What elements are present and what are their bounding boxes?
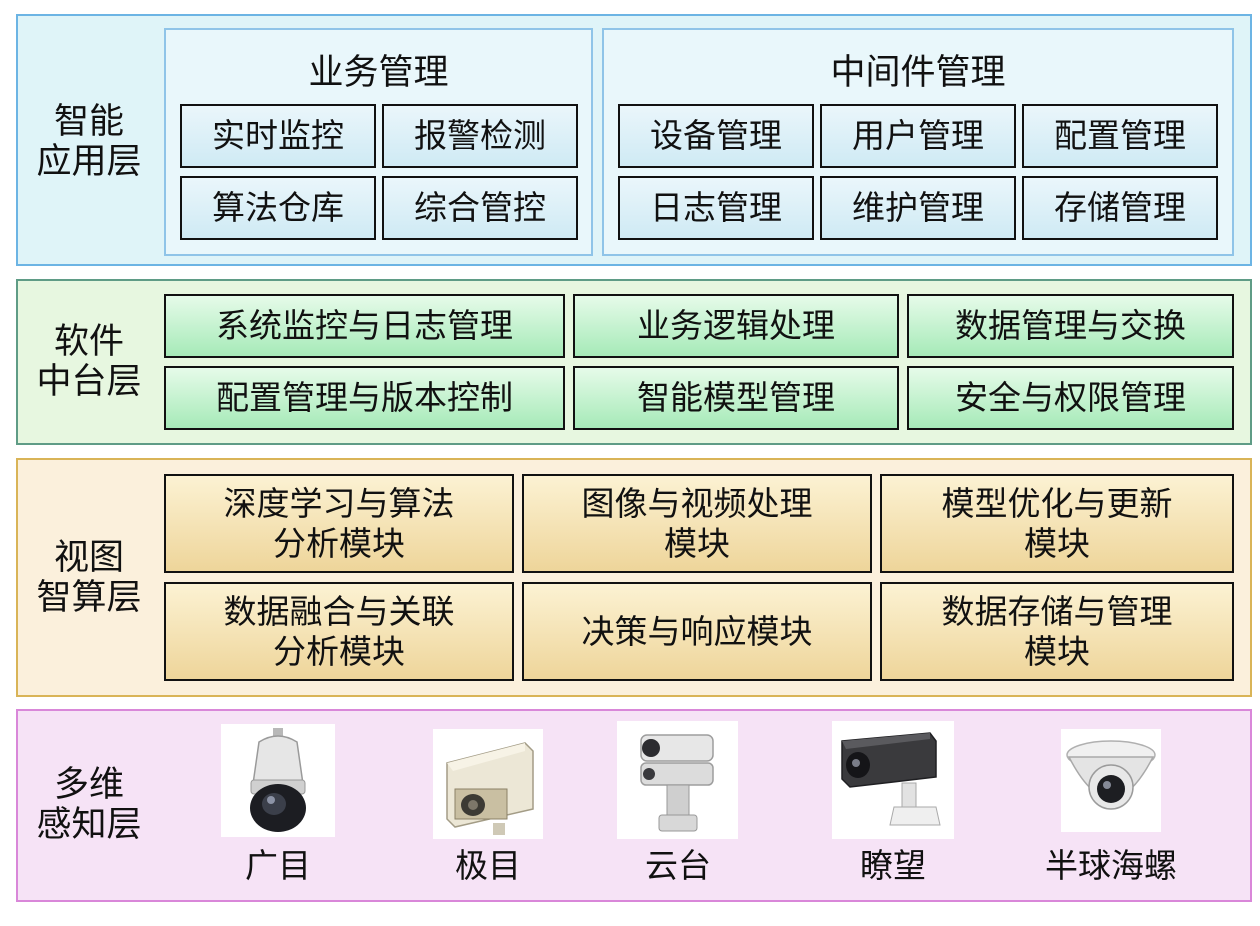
device-label: 半球海螺 xyxy=(1045,846,1177,885)
module-box: 系统监控与日志管理 xyxy=(164,294,565,358)
layer-intelligent-application: 智能 应用层 业务管理 实时监控 报警检测 算法仓库 综合管控 中间件管理 设备… xyxy=(16,14,1252,266)
layer-label-line2: 智算层 xyxy=(36,578,142,618)
module-box: 算法仓库 xyxy=(180,176,376,240)
module-line: 模块 xyxy=(1024,631,1090,671)
group-middleware-management: 中间件管理 设备管理 用户管理 配置管理 日志管理 维护管理 存储管理 xyxy=(602,28,1234,256)
module-line: 分析模块 xyxy=(273,523,405,563)
device-label: 极目 xyxy=(455,846,521,885)
layer-label-software: 软件 中台层 xyxy=(18,322,160,402)
module-line: 数据融合与关联 xyxy=(223,591,455,631)
device-label: 云台 xyxy=(645,846,711,885)
module-box: 安全与权限管理 xyxy=(907,366,1234,430)
layer-multidimensional-perception: 多维 感知层 广目 极目 xyxy=(16,709,1252,902)
module-line: 图像与视频处理 xyxy=(581,483,813,523)
module-box: 决策与响应模块 xyxy=(522,582,872,681)
layer-view-computing: 视图 智算层 深度学习与算法分析模块 图像与视频处理模块 模型优化与更新模块 数… xyxy=(16,458,1252,697)
module-box: 综合管控 xyxy=(382,176,578,240)
module-box: 配置管理与版本控制 xyxy=(164,366,565,430)
layer-label-line1: 多维 xyxy=(53,765,124,805)
module-box: 维护管理 xyxy=(820,176,1016,240)
layer-label-app: 智能 应用层 xyxy=(18,102,160,182)
layer-software-middle-platform: 软件 中台层 系统监控与日志管理 业务逻辑处理 数据管理与交换 配置管理与版本控… xyxy=(16,279,1252,445)
bullet-camera-icon xyxy=(832,721,954,839)
layer-label-line2: 应用层 xyxy=(36,142,142,182)
group-business-management: 业务管理 实时监控 报警检测 算法仓库 综合管控 xyxy=(164,28,593,256)
module-box: 配置管理 xyxy=(1022,104,1218,168)
module-line: 决策与响应模块 xyxy=(581,611,813,651)
module-box: 用户管理 xyxy=(820,104,1016,168)
module-box: 报警检测 xyxy=(382,104,578,168)
layer-label-line2: 感知层 xyxy=(36,805,142,845)
module-line: 模块 xyxy=(1024,523,1090,563)
module-box: 智能模型管理 xyxy=(573,366,899,430)
box-camera-housing-icon xyxy=(433,729,543,839)
layer-label-line2: 中台层 xyxy=(36,362,142,402)
module-box: 图像与视频处理模块 xyxy=(522,474,872,573)
module-box: 深度学习与算法分析模块 xyxy=(164,474,514,573)
module-line: 数据存储与管理 xyxy=(941,591,1173,631)
module-box: 模型优化与更新模块 xyxy=(880,474,1234,573)
layer-label-view: 视图 智算层 xyxy=(18,538,160,618)
module-box: 数据管理与交换 xyxy=(907,294,1234,358)
hemisphere-dome-camera-icon xyxy=(1061,729,1161,832)
module-box: 日志管理 xyxy=(618,176,814,240)
group-title-middleware: 中间件管理 xyxy=(830,53,1006,93)
group-title-business: 业务管理 xyxy=(308,53,449,93)
module-line: 深度学习与算法 xyxy=(223,483,455,523)
ptz-dome-camera-icon xyxy=(221,724,335,837)
module-box: 实时监控 xyxy=(180,104,376,168)
device-label: 瞭望 xyxy=(860,846,926,885)
layer-label-perception: 多维 感知层 xyxy=(18,765,160,845)
module-box: 存储管理 xyxy=(1022,176,1218,240)
layer-label-line1: 智能 xyxy=(53,102,124,142)
module-line: 分析模块 xyxy=(273,631,405,671)
module-line: 模型优化与更新 xyxy=(941,483,1173,523)
device-label: 广目 xyxy=(245,846,311,885)
module-box: 业务逻辑处理 xyxy=(573,294,899,358)
module-box: 数据融合与关联分析模块 xyxy=(164,582,514,681)
module-line: 模块 xyxy=(664,523,730,563)
pan-tilt-camera-icon xyxy=(617,721,738,839)
layer-label-line1: 软件 xyxy=(53,322,124,362)
layer-label-line1: 视图 xyxy=(53,538,124,578)
module-box: 设备管理 xyxy=(618,104,814,168)
module-box: 数据存储与管理模块 xyxy=(880,582,1234,681)
